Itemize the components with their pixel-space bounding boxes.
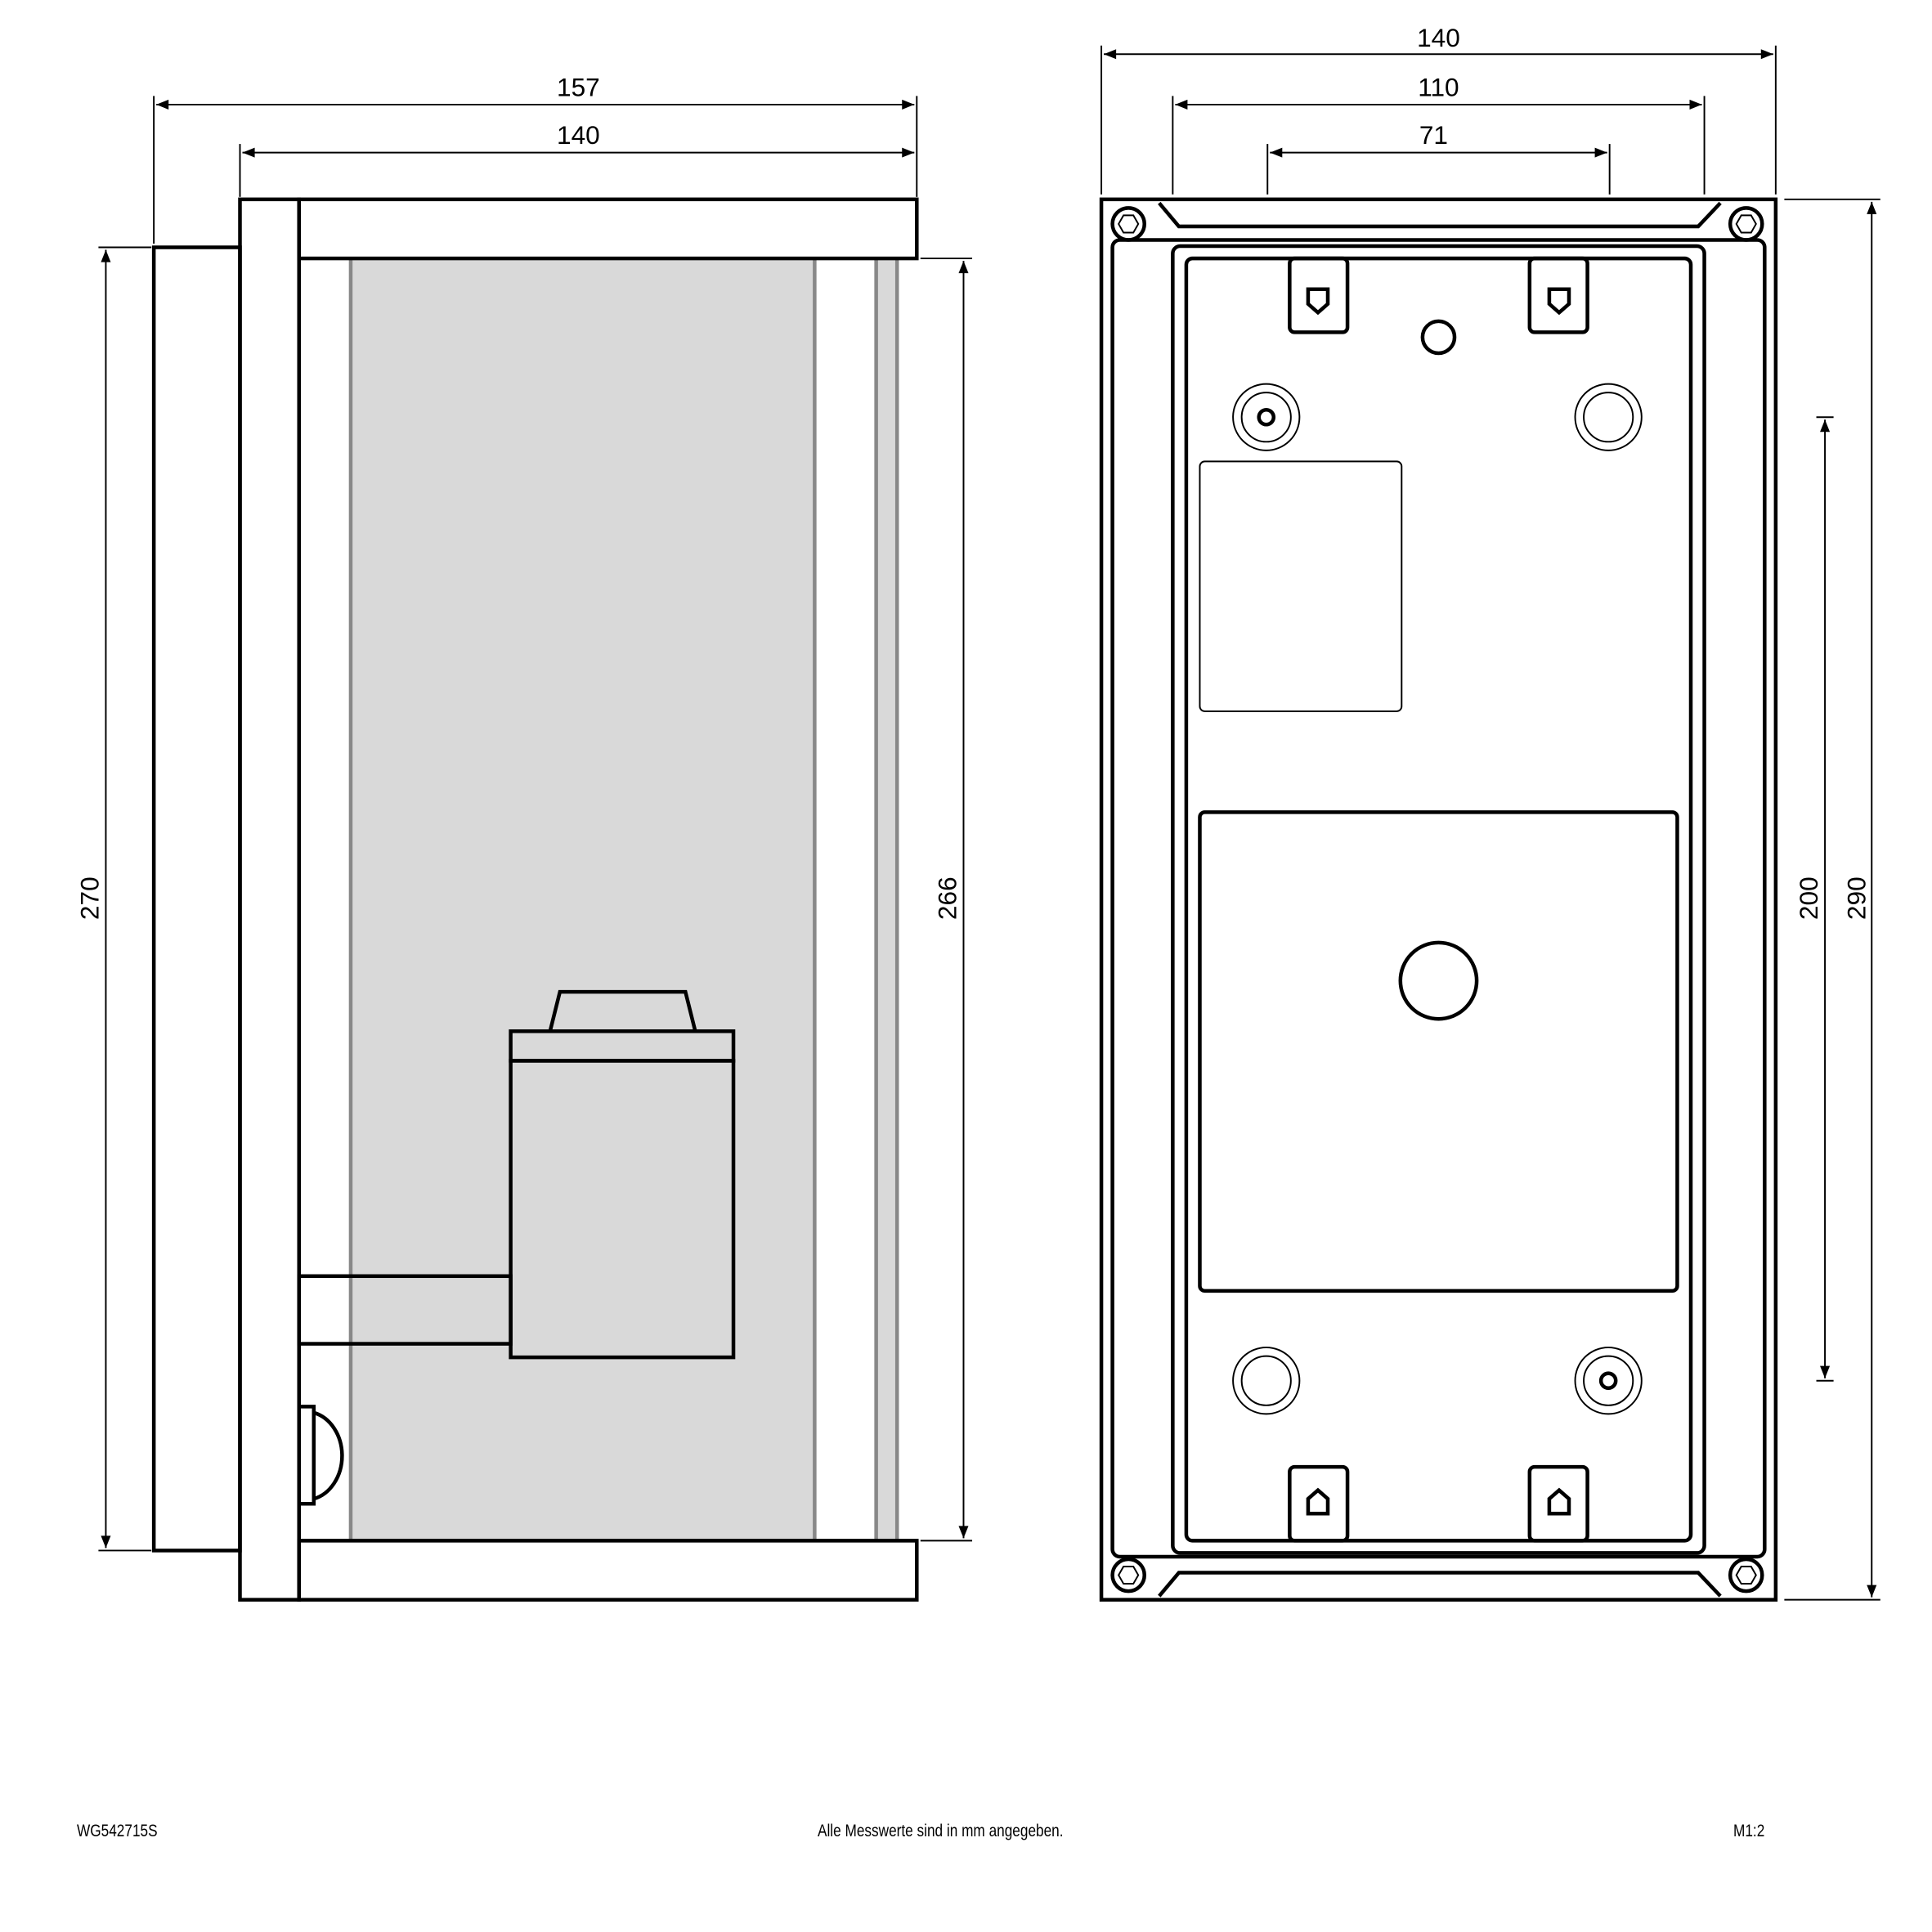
screw-icon [1728, 1557, 1764, 1594]
dim-body-width: 140 [557, 120, 600, 150]
corner-screws [1110, 206, 1764, 1594]
slot-top-left [1288, 256, 1350, 334]
dim-glass-height: 266 [932, 876, 962, 920]
dim-back-width: 140 [1417, 23, 1460, 52]
dim-hole-spacing: 200 [1794, 876, 1823, 920]
measurement-note: Alle Messwerte sind in mm angegeben. [818, 1822, 1064, 1840]
dim-plate-height: 270 [74, 876, 104, 920]
screw-icon [1728, 206, 1764, 242]
label-area [1199, 460, 1403, 712]
slot-bottom-right [1527, 1464, 1589, 1543]
back-housing [1099, 197, 1778, 1602]
frame-post [238, 197, 301, 1602]
wall-plate [151, 245, 242, 1553]
dim-overall-width: 157 [557, 72, 600, 101]
lamp-socket-body [509, 1059, 736, 1360]
back-view: 140 110 71 290 200 [1099, 23, 1880, 1602]
mounting-holes [1232, 383, 1643, 1415]
dim-back-height: 290 [1842, 876, 1871, 920]
article-number: WG542715S [77, 1822, 158, 1840]
screw-icon [1110, 1557, 1146, 1594]
junction-box-area [1198, 810, 1679, 1293]
sensor-dome [298, 1405, 344, 1506]
dim-inner-width: 110 [1418, 72, 1459, 101]
drawing-scale: M1:2 [1733, 1822, 1765, 1840]
top-cap [297, 197, 919, 261]
cable-entry [1398, 940, 1479, 1021]
glass-edge [876, 258, 898, 1541]
mounting-plate [1184, 256, 1693, 1543]
slot-bottom-left [1288, 1464, 1350, 1543]
cable-hole-small [1420, 319, 1457, 356]
screw-icon [1110, 206, 1146, 242]
dim-slot-spacing: 71 [1419, 120, 1448, 150]
slot-top-right [1527, 256, 1589, 334]
bottom-base [297, 1539, 919, 1602]
side-view: 157 140 270 266 [74, 72, 973, 1602]
glass-panel [350, 258, 815, 1541]
